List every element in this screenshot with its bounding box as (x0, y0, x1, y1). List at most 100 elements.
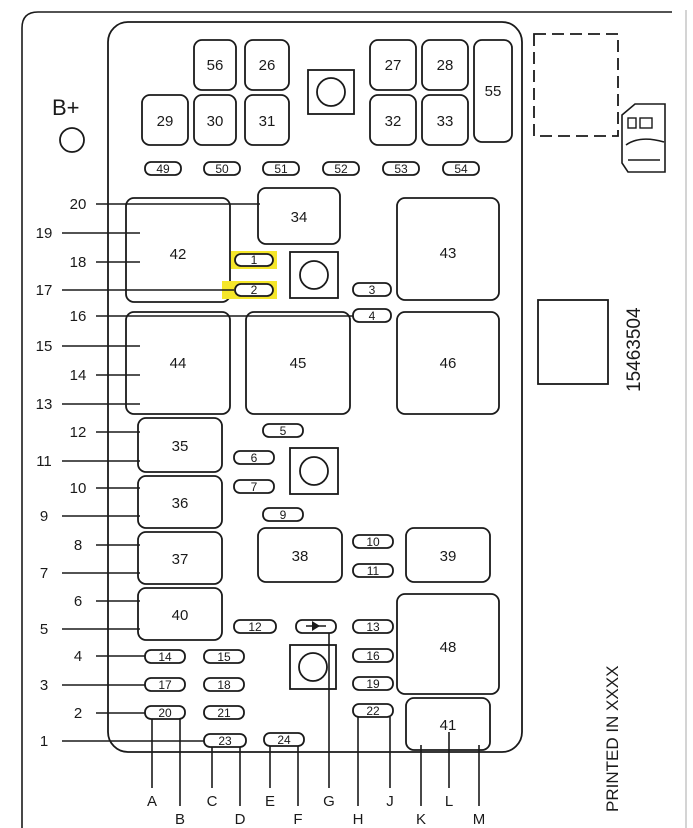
pin-19: 19 (36, 225, 53, 242)
part-number: 15463504 (624, 307, 645, 392)
relay-38: 38 (257, 527, 343, 583)
pin-12: 12 (70, 424, 87, 441)
svg-text:53: 53 (394, 162, 408, 176)
fuse-23: 23 (203, 733, 247, 748)
fuse-16: 16 (352, 648, 394, 663)
mounting-stud-bottom (289, 644, 337, 690)
svg-text:38: 38 (292, 548, 309, 565)
fuse-53: 53 (382, 161, 420, 176)
svg-text:55: 55 (485, 83, 502, 100)
svg-text:17: 17 (158, 678, 172, 692)
svg-text:30: 30 (207, 113, 224, 130)
relay-30: 30 (193, 94, 237, 146)
pin-8: 8 (74, 537, 82, 554)
relay-37: 37 (137, 531, 223, 585)
svg-text:39: 39 (440, 548, 457, 565)
fuse-54: 54 (442, 161, 480, 176)
svg-text:9: 9 (280, 508, 287, 522)
svg-text:36: 36 (172, 495, 189, 512)
battery-terminal (59, 127, 85, 153)
pin-1: 1 (40, 733, 48, 750)
pin-16: 16 (70, 308, 87, 325)
relay-29: 29 (141, 94, 189, 146)
svg-text:10: 10 (366, 535, 380, 549)
svg-text:4: 4 (369, 309, 376, 323)
fuse-14: 14 (144, 649, 186, 664)
pin-G: G (323, 793, 335, 810)
fuse-20: 20 (144, 705, 186, 720)
svg-text:49: 49 (156, 162, 170, 176)
svg-text:42: 42 (170, 246, 187, 263)
fuse-11: 11 (352, 563, 394, 578)
svg-text:27: 27 (385, 57, 402, 74)
fuse-24: 24 (263, 732, 305, 747)
pin-E: E (265, 793, 275, 810)
svg-text:20: 20 (158, 706, 172, 720)
pin-D: D (235, 811, 246, 828)
svg-text:13: 13 (366, 620, 380, 634)
pin-6: 6 (74, 593, 82, 610)
svg-text:35: 35 (172, 438, 189, 455)
relay-40: 40 (137, 587, 223, 641)
fuse-49: 49 (144, 161, 182, 176)
pin-7: 7 (40, 565, 48, 582)
dashed-outline (533, 33, 619, 137)
fuse-5: 5 (262, 423, 304, 438)
relay-32: 32 (369, 94, 417, 146)
svg-text:28: 28 (437, 57, 454, 74)
connector-icon (621, 103, 666, 173)
relay-42: 42 (125, 197, 231, 303)
relay-27: 27 (369, 39, 417, 91)
fuse-52: 52 (322, 161, 360, 176)
svg-text:31: 31 (259, 113, 276, 130)
pin-A: A (147, 793, 157, 810)
svg-text:2: 2 (251, 283, 258, 297)
label-square (537, 299, 609, 385)
svg-text:5: 5 (280, 424, 287, 438)
fuse-6: 6 (233, 450, 275, 465)
fuse-1-highlighted: 1 (231, 251, 277, 269)
pin-10: 10 (70, 480, 87, 497)
pin-9: 9 (40, 508, 48, 525)
svg-text:50: 50 (215, 162, 229, 176)
pin-F: F (293, 811, 302, 828)
pin-13: 13 (36, 396, 53, 413)
pin-C: C (207, 793, 218, 810)
pin-14: 14 (70, 367, 87, 384)
pin-18: 18 (70, 254, 87, 271)
bottom-pin-labels: A B C D E F G H J K L M (147, 793, 485, 828)
relay-39: 39 (405, 527, 491, 583)
svg-text:16: 16 (366, 649, 380, 663)
mounting-stud-lower (289, 447, 339, 495)
svg-text:56: 56 (207, 57, 224, 74)
relay-44: 44 (125, 311, 231, 415)
fuse-2-highlighted: 2 (222, 281, 277, 299)
printed-text: PRINTED IN XXXX (603, 666, 622, 812)
fuse-7: 7 (233, 479, 275, 494)
relay-43: 43 (396, 197, 500, 301)
pin-4: 4 (74, 648, 82, 665)
relay-28: 28 (421, 39, 469, 91)
svg-text:46: 46 (440, 355, 457, 372)
fuse-15: 15 (203, 649, 245, 664)
fuse-18: 18 (203, 677, 245, 692)
outer-panel (21, 11, 672, 828)
fuse-13: 13 (352, 619, 394, 634)
relay-41: 41 (405, 697, 491, 751)
mounting-stud-top (307, 69, 355, 115)
fuse-22: 22 (352, 703, 394, 718)
fuse-3: 3 (352, 282, 392, 297)
svg-text:34: 34 (291, 209, 308, 226)
svg-text:23: 23 (218, 734, 232, 748)
relay-55: 55 (473, 39, 513, 143)
fuse-19: 19 (352, 676, 394, 691)
relay-33: 33 (421, 94, 469, 146)
svg-text:41: 41 (440, 717, 457, 734)
svg-text:15: 15 (217, 650, 231, 664)
svg-text:51: 51 (274, 162, 288, 176)
svg-text:44: 44 (170, 355, 187, 372)
pin-H: H (353, 811, 364, 828)
svg-text:24: 24 (277, 733, 291, 747)
svg-text:52: 52 (334, 162, 348, 176)
